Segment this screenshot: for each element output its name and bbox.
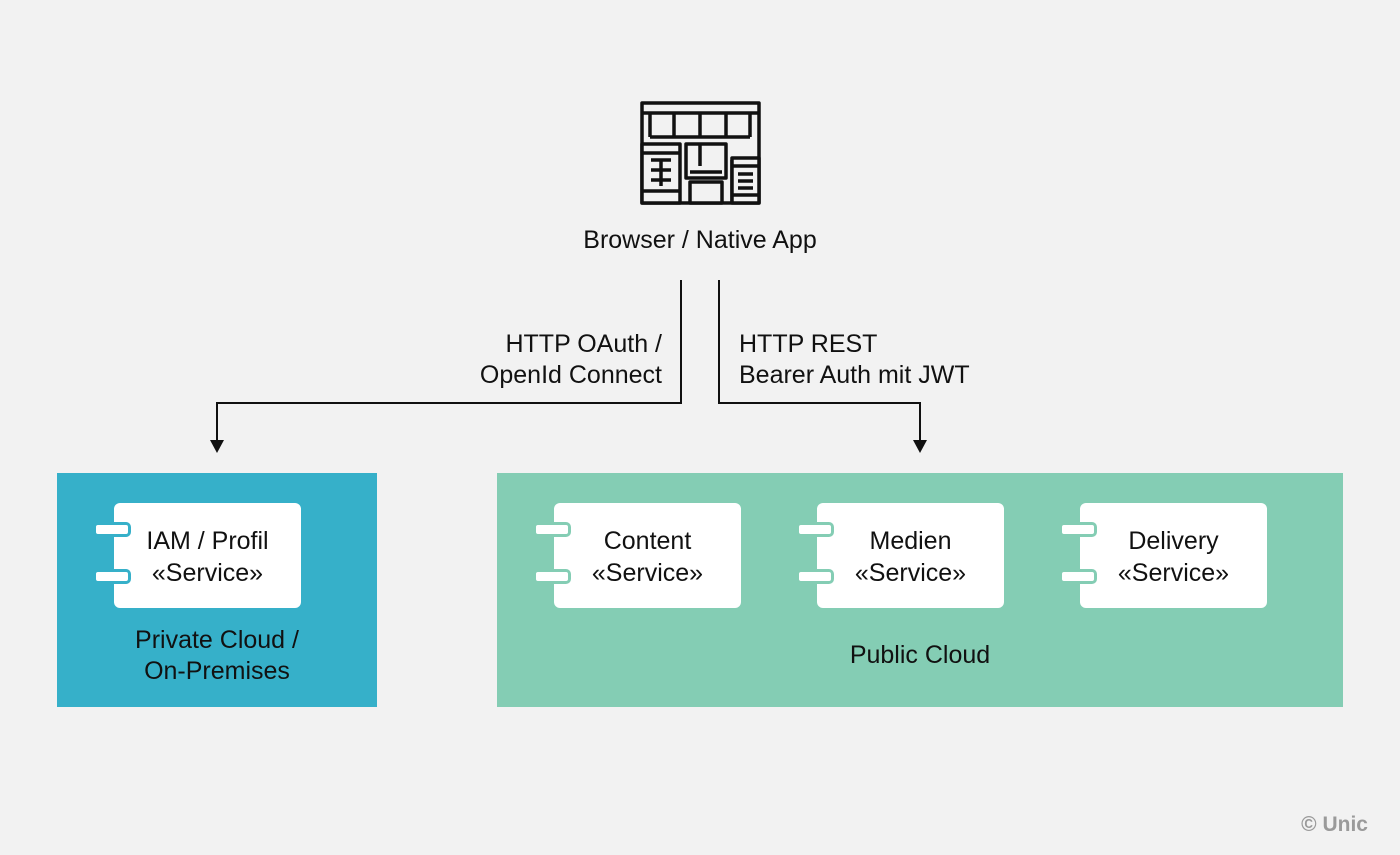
component-stereotype: «Service» — [854, 559, 967, 587]
component-port-icon — [1059, 569, 1097, 584]
component-stereotype: «Service» — [151, 559, 264, 587]
component-port-icon — [533, 522, 571, 537]
component-name: IAM / Profil — [146, 527, 269, 555]
rest-connection-label: HTTP REST Bearer Auth mit JWT — [739, 329, 1139, 391]
content-service-component: Content «Service» — [533, 503, 741, 608]
public-cloud-region: Content «Service» Medien «Service» Deliv… — [497, 473, 1343, 707]
media-service-component: Medien «Service» — [796, 503, 1004, 608]
copyright-notice: © Unic — [1301, 813, 1368, 836]
rest-arrowhead — [913, 440, 927, 453]
oauth-arrowhead — [210, 440, 224, 453]
component-port-icon — [93, 522, 131, 537]
rest-label-line-1: HTTP REST — [739, 330, 878, 358]
component-label: Content «Service» — [554, 525, 741, 589]
delivery-service-component: Delivery «Service» — [1059, 503, 1267, 608]
private-cloud-label-line-2: On-Premises — [144, 657, 290, 685]
component-label: Medien «Service» — [817, 525, 1004, 589]
client-label: Browser / Native App — [583, 226, 817, 254]
multi-device-icon — [640, 101, 761, 205]
component-label: IAM / Profil «Service» — [114, 525, 301, 589]
private-cloud-label: Private Cloud / On-Premises — [57, 625, 377, 687]
component-body — [817, 503, 1004, 608]
component-name: Medien — [869, 527, 952, 555]
oauth-label-line-2: OpenId Connect — [479, 361, 662, 389]
iam-profile-service-component: IAM / Profil «Service» — [93, 503, 301, 608]
component-name: Delivery — [1128, 527, 1219, 555]
component-port-icon — [1059, 522, 1097, 537]
component-port-icon — [93, 569, 131, 584]
rest-label-line-2: Bearer Auth mit JWT — [739, 361, 970, 389]
component-body — [554, 503, 741, 608]
component-stereotype: «Service» — [591, 559, 704, 587]
private-cloud-region: IAM / Profil «Service» Private Cloud / O… — [57, 473, 377, 707]
component-port-icon — [533, 569, 571, 584]
private-cloud-label-line-1: Private Cloud / — [135, 626, 299, 654]
oauth-label-line-1: HTTP OAuth / — [505, 330, 662, 358]
component-stereotype: «Service» — [1117, 559, 1230, 587]
component-name: Content — [603, 527, 692, 555]
public-cloud-label: Public Cloud — [849, 641, 991, 669]
component-body — [1080, 503, 1267, 608]
component-port-icon — [796, 569, 834, 584]
component-body — [114, 503, 301, 608]
component-label: Delivery «Service» — [1080, 525, 1267, 589]
oauth-connection-label: HTTP OAuth / OpenId Connect — [360, 329, 662, 391]
component-port-icon — [796, 522, 834, 537]
